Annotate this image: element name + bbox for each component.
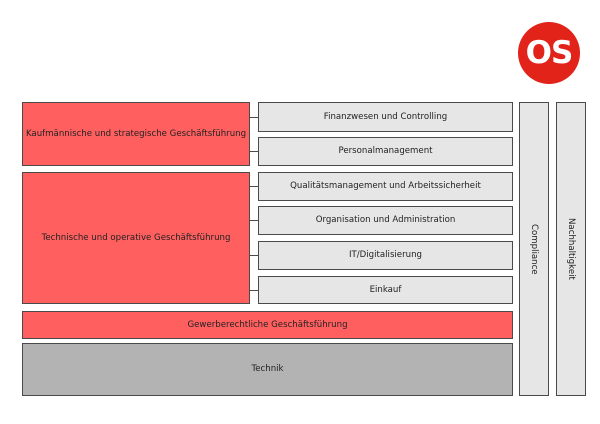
box-technik: Technik bbox=[22, 343, 513, 396]
box-personalmanagement: Personalmanagement bbox=[258, 137, 513, 166]
label-technische: Technische und operative Geschäftsführun… bbox=[41, 232, 231, 243]
box-gewerberechtliche-geschaeftsfuehrung: Gewerberechtliche Geschäftsführung bbox=[22, 311, 513, 339]
box-it-digitalisierung: IT/Digitalisierung bbox=[258, 241, 513, 270]
label-it-digitalisierung: IT/Digitalisierung bbox=[349, 250, 422, 261]
label-technik: Technik bbox=[251, 364, 284, 375]
box-compliance: Compliance bbox=[519, 102, 549, 396]
label-einkauf: Einkauf bbox=[369, 284, 402, 295]
label-organisation: Organisation und Administration bbox=[315, 215, 456, 226]
os-logo: OS bbox=[518, 22, 580, 84]
box-organisation: Organisation und Administration bbox=[258, 206, 513, 235]
label-qualitaetsmanagement: Qualitätsmanagement und Arbeitssicherhei… bbox=[290, 181, 481, 192]
box-technische-geschaeftsfuehrung: Technische und operative Geschäftsführun… bbox=[22, 172, 250, 304]
label-personalmanagement: Personalmanagement bbox=[338, 146, 433, 157]
label-finanzwesen: Finanzwesen und Controlling bbox=[323, 111, 448, 122]
box-einkauf: Einkauf bbox=[258, 276, 513, 304]
connector-personal bbox=[250, 151, 259, 152]
label-gewerberechtliche: Gewerberechtliche Geschäftsführung bbox=[187, 319, 348, 330]
box-qualitaetsmanagement: Qualitätsmanagement und Arbeitssicherhei… bbox=[258, 172, 513, 201]
connector-finanzwesen bbox=[250, 117, 259, 118]
connector-organisation bbox=[250, 220, 259, 221]
logo-text: OS bbox=[525, 35, 574, 71]
connector-einkauf bbox=[250, 290, 259, 291]
box-kaufmaennische-geschaeftsfuehrung: Kaufmännische und strategische Geschäfts… bbox=[22, 102, 250, 166]
box-nachhaltigkeit: Nachhaltigkeit bbox=[556, 102, 586, 396]
label-compliance: Compliance bbox=[529, 223, 540, 275]
label-kaufmaennische: Kaufmännische und strategische Geschäfts… bbox=[25, 128, 247, 139]
box-finanzwesen: Finanzwesen und Controlling bbox=[258, 102, 513, 132]
connector-it bbox=[250, 255, 259, 256]
connector-qualitaet bbox=[250, 186, 259, 187]
label-nachhaltigkeit: Nachhaltigkeit bbox=[566, 218, 577, 280]
